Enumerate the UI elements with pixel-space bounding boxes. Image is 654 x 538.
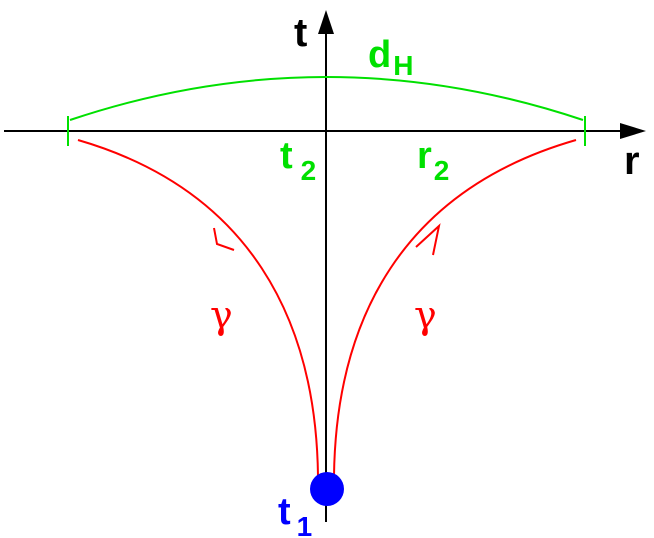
horizon-label-sub: H [393, 50, 413, 81]
radius-r2-sub: 2 [434, 155, 450, 186]
r-axis-label: r [624, 139, 640, 183]
time-t2-main: t [280, 135, 293, 177]
event-point-t1 [310, 472, 344, 506]
t-axis-arrowhead [318, 10, 334, 34]
geodesic-left-arrow [213, 227, 235, 251]
geodesic-right-arrow [415, 223, 441, 256]
geodesic-left-curve [77, 139, 319, 477]
geodesic-right-curve [333, 139, 577, 477]
radius-r2-main: r [417, 135, 432, 177]
t-axis-label: t [294, 11, 307, 55]
origin-time-sub: 1 [297, 511, 313, 538]
curve-left-label: γ [210, 293, 233, 337]
radius-r2-label: r2 [417, 135, 449, 186]
r-axis-arrowhead [620, 123, 646, 139]
horizon-label-main: d [368, 34, 391, 76]
time-t2-sub: 2 [301, 155, 317, 186]
horizon-label: dH [368, 34, 413, 81]
origin-time-main: t [278, 491, 291, 533]
curve-right-label: γ [414, 293, 437, 337]
horizon-arc [69, 76, 584, 121]
